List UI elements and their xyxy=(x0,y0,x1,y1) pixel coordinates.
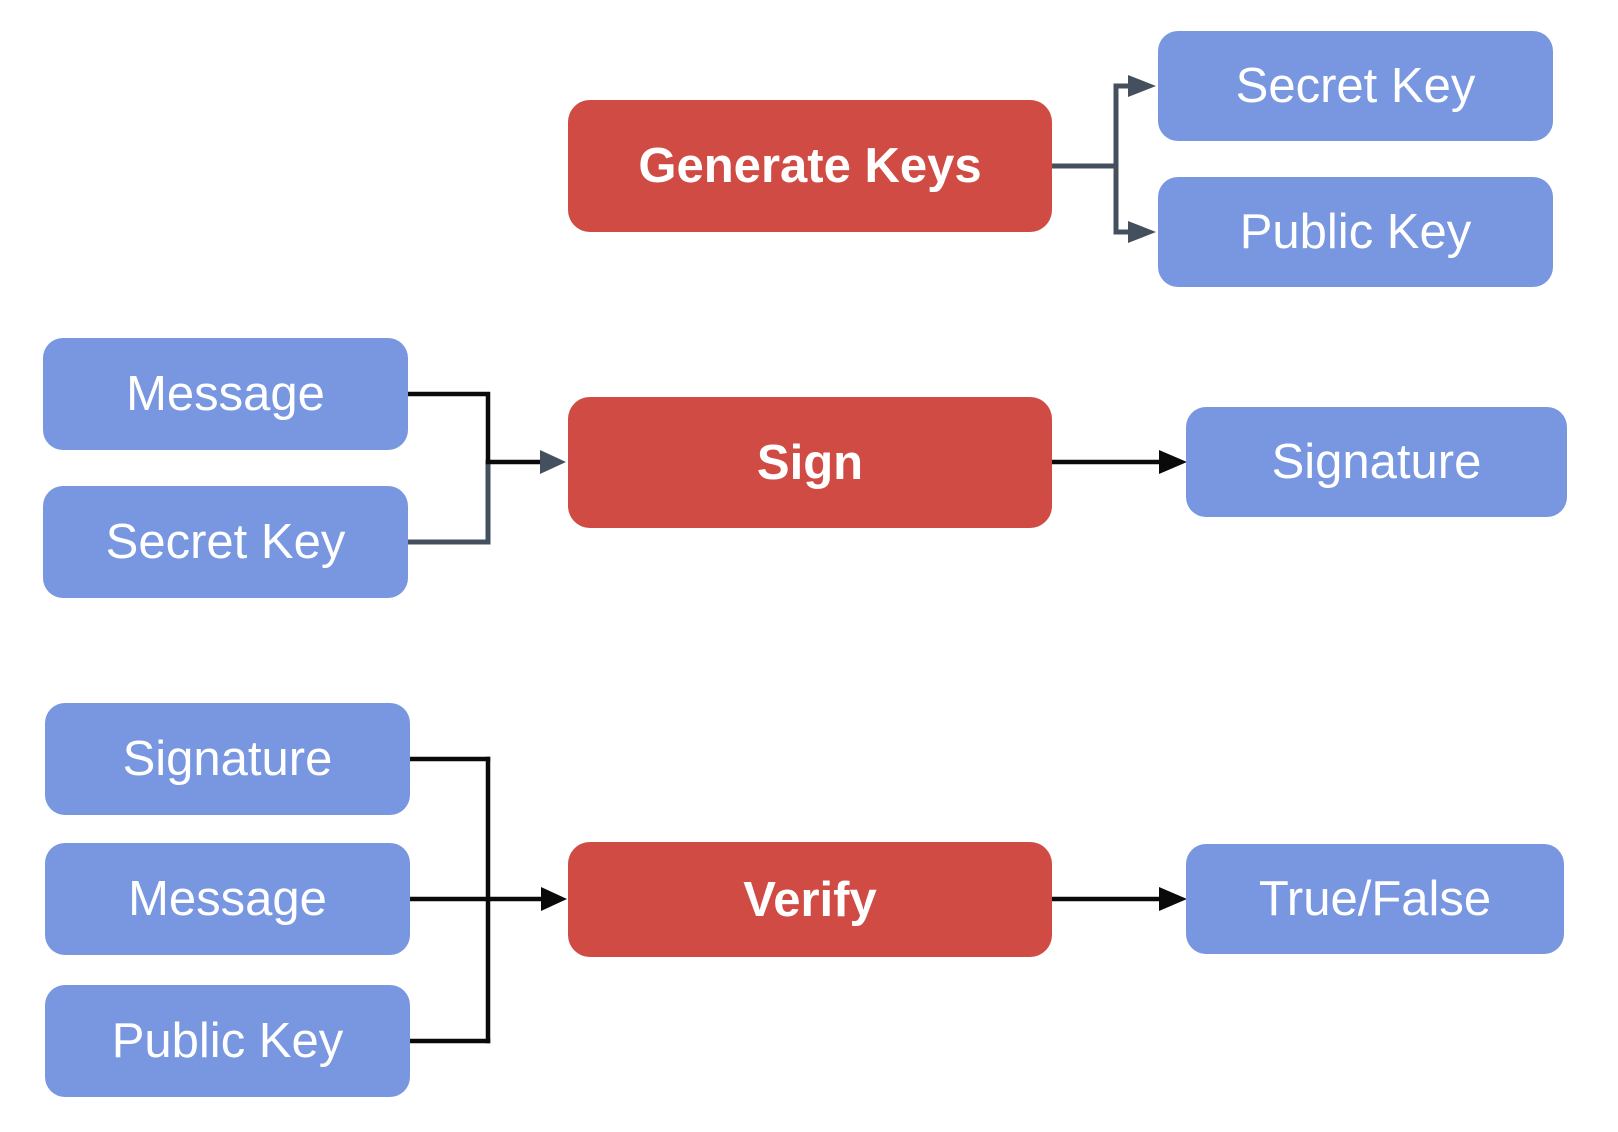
data-node-message-verify-input: Message xyxy=(45,843,410,955)
data-node-public-key-verify-input: Public Key xyxy=(45,985,410,1097)
data-node-message-sign-input: Message xyxy=(43,338,408,450)
arrowhead-sign-input xyxy=(540,450,566,474)
arrowhead-secret-key-output xyxy=(1128,75,1156,97)
arrowhead-public-key-output xyxy=(1128,221,1156,243)
verify-label: Verify xyxy=(743,872,877,927)
generate-keys-label: Generate Keys xyxy=(638,139,982,193)
connector-secret-key-to-sign xyxy=(405,459,491,545)
arrowhead-verify-input xyxy=(541,887,567,911)
signature-output-label: Signature xyxy=(1271,435,1482,489)
connector-message-to-sign xyxy=(405,391,545,465)
public-key-verify-input-label: Public Key xyxy=(111,1014,344,1068)
arrowhead-true-false-output xyxy=(1159,887,1187,911)
data-node-secret-key-sign-input: Secret Key xyxy=(43,486,408,598)
data-node-true-false-output: True/False xyxy=(1186,844,1564,954)
secret-key-sign-input-label: Secret Key xyxy=(105,515,346,569)
data-node-public-key-output: Public Key xyxy=(1158,177,1553,287)
arrowhead-signature-output xyxy=(1159,450,1187,474)
signature-verify-input-label: Signature xyxy=(122,732,333,786)
sign-label: Sign xyxy=(756,435,864,490)
data-node-signature-output: Signature xyxy=(1186,407,1567,517)
data-node-secret-key-output: Secret Key xyxy=(1158,31,1553,141)
process-node-sign: Sign xyxy=(568,397,1052,528)
secret-key-output-label: Secret Key xyxy=(1235,59,1476,113)
message-sign-input-label: Message xyxy=(126,367,325,421)
message-verify-input-label: Message xyxy=(128,872,327,926)
process-node-verify: Verify xyxy=(568,842,1052,957)
true-false-output-label: True/False xyxy=(1258,872,1492,926)
data-node-signature-verify-input: Signature xyxy=(45,703,410,815)
process-node-generate-keys: Generate Keys xyxy=(568,100,1052,232)
public-key-output-label: Public Key xyxy=(1239,205,1472,259)
